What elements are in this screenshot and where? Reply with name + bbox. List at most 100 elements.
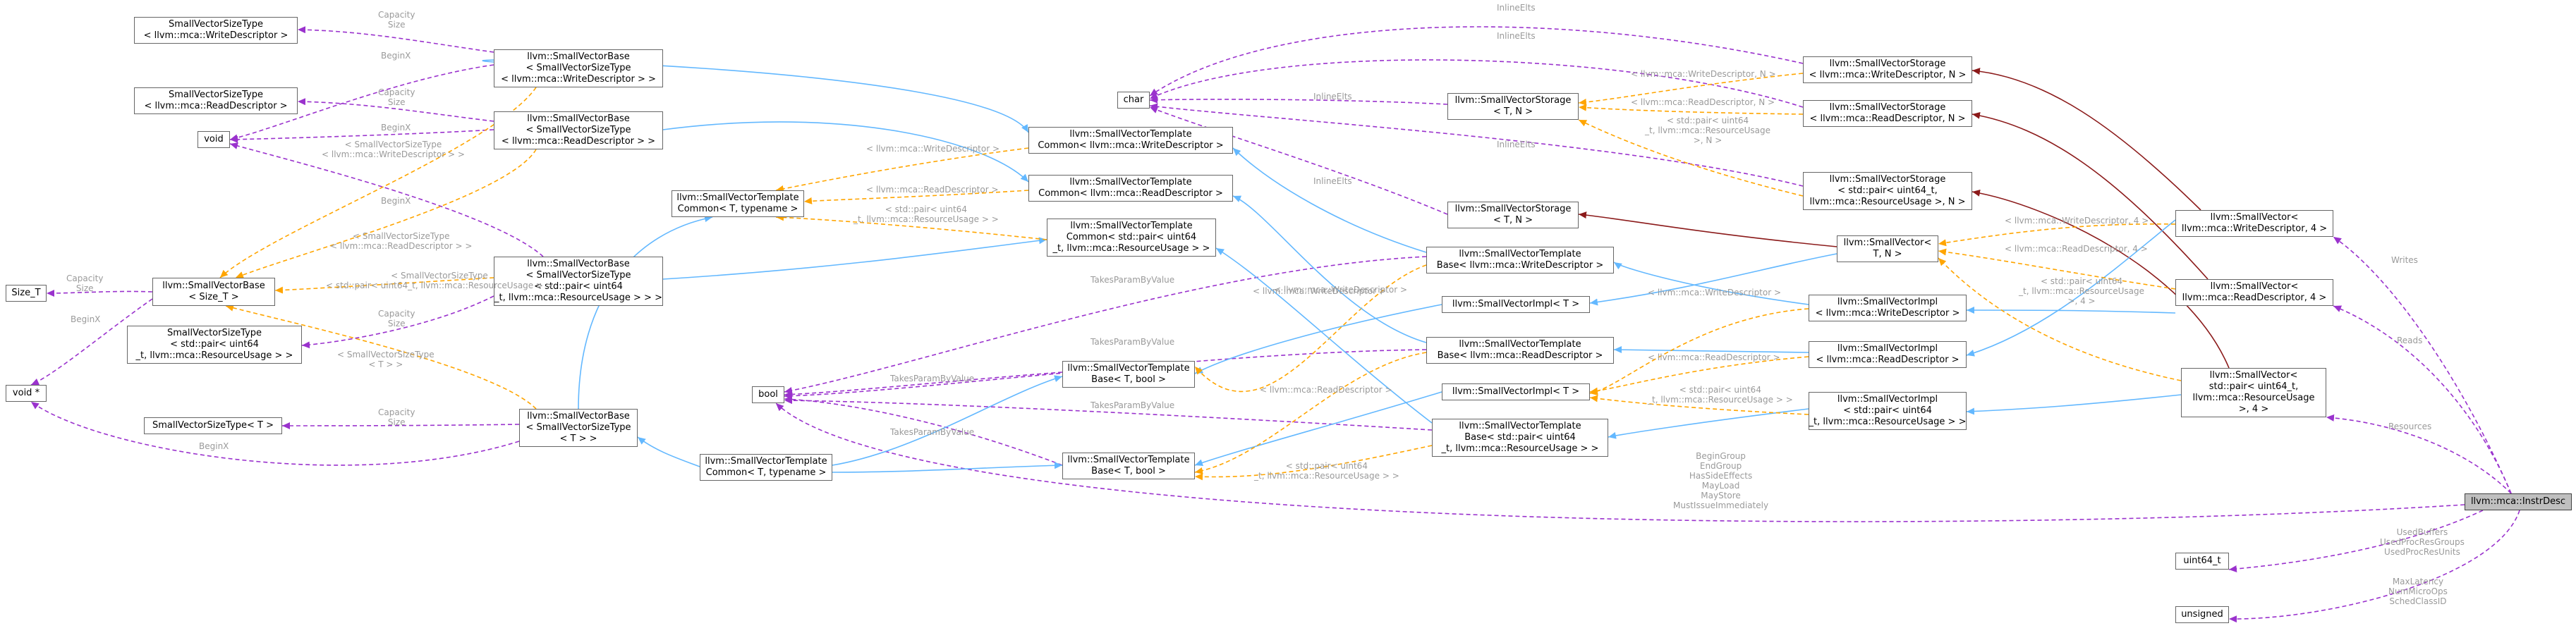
node-line: Common< llvm::mca::WriteDescriptor > — [1038, 140, 1224, 151]
node-void-ptr[interactable]: void * — [6, 385, 47, 402]
edge-tpl-20 — [803, 190, 1029, 204]
node-line: < llvm::mca::ReadDescriptor > — [144, 101, 288, 111]
node-svimpl-t-b[interactable]: llvm::SmallVectorImpl< T > — [1442, 383, 1590, 400]
node-void[interactable]: void — [198, 131, 230, 148]
node-line: < llvm::mca::ReadDescriptor > — [1816, 355, 1960, 365]
edge-use-25 — [784, 395, 1063, 466]
node-line: SmallVectorSizeType — [168, 90, 264, 100]
label-line: InlineElts — [1497, 3, 1536, 13]
node-line: < llvm::mca::WriteDescriptor > > — [501, 74, 656, 85]
node-instrdesc[interactable]: llvm::mca::InstrDesc — [2465, 493, 2572, 510]
node-line: llvm::SmallVectorTemplate — [1459, 421, 1581, 431]
edge-use-40 — [1149, 96, 1448, 105]
label-line: EndGroup — [1699, 461, 1742, 471]
node-svimpl-pair[interactable]: llvm::SmallVectorImpl< std::pair< uint64… — [1809, 392, 1967, 430]
edge-use-3 — [229, 129, 494, 143]
node-sv-write[interactable]: llvm::SmallVector<llvm::mca::WriteDescri… — [2175, 210, 2333, 237]
edge-use-38 — [1149, 26, 1804, 97]
node-sv-pair[interactable]: llvm::SmallVector<std::pair< uint64_t,ll… — [2181, 368, 2326, 417]
node-svst-read[interactable]: SmallVectorSizeType< llvm::mca::ReadDesc… — [134, 87, 298, 114]
label-line: Writes — [2391, 255, 2418, 265]
node-sv-tn[interactable]: llvm::SmallVector<T, N > — [1837, 235, 1938, 262]
edge-label: < llvm::mca::WriteDescriptor > — [1274, 285, 1407, 295]
node-line: llvm::SmallVectorImpl< T > — [1452, 299, 1580, 309]
node-sv-read[interactable]: llvm::SmallVector<llvm::mca::ReadDescrip… — [2175, 279, 2333, 306]
node-size-t[interactable]: Size_T — [6, 285, 47, 302]
node-line: Base< llvm::mca::ReadDescriptor > — [1437, 350, 1603, 361]
node-svs-pair[interactable]: llvm::SmallVectorStorage< std::pair< uin… — [1803, 172, 1972, 210]
node-svs-write[interactable]: llvm::SmallVectorStorage< llvm::mca::Wri… — [1803, 56, 1972, 83]
node-line: llvm::SmallVector< — [2210, 212, 2299, 223]
node-svs-t[interactable]: llvm::SmallVectorStorage< T, N > — [1447, 202, 1579, 228]
edge-label: < llvm::mca::ReadDescriptor > — [1648, 352, 1780, 362]
edge-str-56 — [1972, 189, 2230, 369]
node-svimpl-write[interactable]: llvm::SmallVectorImpl< llvm::mca::WriteD… — [1809, 295, 1967, 321]
node-svimpl-t-a[interactable]: llvm::SmallVectorImpl< T > — [1442, 296, 1590, 313]
edge-label: InlineElts — [1313, 92, 1352, 102]
node-svst-pair[interactable]: SmallVectorSizeType< std::pair< uint64_t… — [127, 326, 302, 364]
node-line: llvm::SmallVectorTemplate — [1067, 455, 1190, 465]
label-line: < llvm::mca::ReadDescriptor > — [1260, 385, 1392, 395]
edge-inh-57 — [1966, 307, 2176, 314]
edge-inh-15 — [482, 59, 1029, 133]
edge-label: Resources — [2388, 422, 2431, 431]
label-line: _t, llvm::mca::ResourceUsage > > — [1254, 471, 1399, 481]
node-line: llvm::SmallVectorBase — [162, 281, 265, 291]
node-line: llvm::SmallVectorStorage — [1829, 174, 1946, 185]
edge-inh-16 — [662, 121, 1029, 183]
edge-label: InlineElts — [1313, 176, 1352, 186]
node-svst-t[interactable]: SmallVectorSizeType< T > — [144, 417, 282, 434]
node-svs-read[interactable]: llvm::SmallVectorStorage< llvm::mca::Rea… — [1803, 100, 1972, 127]
node-line: Size_T — [11, 288, 41, 298]
label-line: BeginX — [381, 123, 411, 133]
node-line: Common< T, typename > — [705, 467, 827, 478]
edge-inh-30 — [1194, 304, 1442, 374]
node-svb-read[interactable]: llvm::SmallVectorBase< SmallVectorSizeTy… — [494, 111, 663, 149]
node-line: llvm::SmallVectorBase — [527, 51, 630, 62]
node-line: _t, llvm::mca::ResourceUsage > > — [1441, 443, 1599, 454]
node-char[interactable]: char — [1117, 92, 1150, 109]
node-bool[interactable]: bool — [752, 386, 784, 403]
node-unsigned[interactable]: unsigned — [2175, 606, 2229, 623]
node-line: llvm::SmallVectorImpl — [1837, 343, 1938, 354]
node-svb-write[interactable]: llvm::SmallVectorBase< SmallVectorSizeTy… — [494, 49, 663, 87]
edge-label: TakesParamByValue — [890, 427, 974, 437]
edge-use-4 — [229, 142, 544, 257]
edge-use-12 — [281, 422, 520, 429]
node-line: >, 4 > — [2238, 404, 2269, 414]
label-line: >, N > — [1693, 135, 1723, 145]
node-svb-t[interactable]: llvm::SmallVectorBase< SmallVectorSizeTy… — [519, 409, 638, 447]
label-line: BeginX — [381, 51, 411, 61]
node-svs-tn-top[interactable]: llvm::SmallVectorStorage< T, N > — [1447, 93, 1579, 120]
node-line: llvm::SmallVectorTemplate — [1067, 363, 1190, 374]
edge-inh-58 — [1966, 219, 2176, 357]
node-svst-write[interactable]: SmallVectorSizeType< llvm::mca::WriteDes… — [134, 17, 298, 44]
node-line: SmallVectorSizeType — [166, 328, 262, 338]
node-uint64[interactable]: uint64_t — [2175, 553, 2229, 570]
node-svbase-sizet[interactable]: llvm::SmallVectorBase< Size_T > — [152, 278, 275, 306]
node-line: llvm::SmallVectorTemplate — [676, 192, 799, 203]
node-line: uint64_t — [2183, 555, 2221, 566]
label-line: _t, llvm::mca::ResourceUsage — [1645, 125, 1771, 135]
node-svimpl-read[interactable]: llvm::SmallVectorImpl< llvm::mca::ReadDe… — [1809, 341, 1967, 368]
edge-label: TakesParamByValue — [1090, 275, 1174, 285]
edge-tpl-45 — [1578, 119, 1804, 197]
node-line: Base< llvm::mca::WriteDescriptor > — [1436, 260, 1604, 271]
label-line: TakesParamByValue — [890, 427, 975, 437]
node-line: < llvm::mca::WriteDescriptor, N > — [1809, 70, 1967, 80]
label-line: MayStore — [1701, 491, 1741, 500]
edge-use-39 — [1149, 59, 1804, 108]
node-svb-pair[interactable]: llvm::SmallVectorBase< SmallVectorSizeTy… — [494, 257, 663, 306]
